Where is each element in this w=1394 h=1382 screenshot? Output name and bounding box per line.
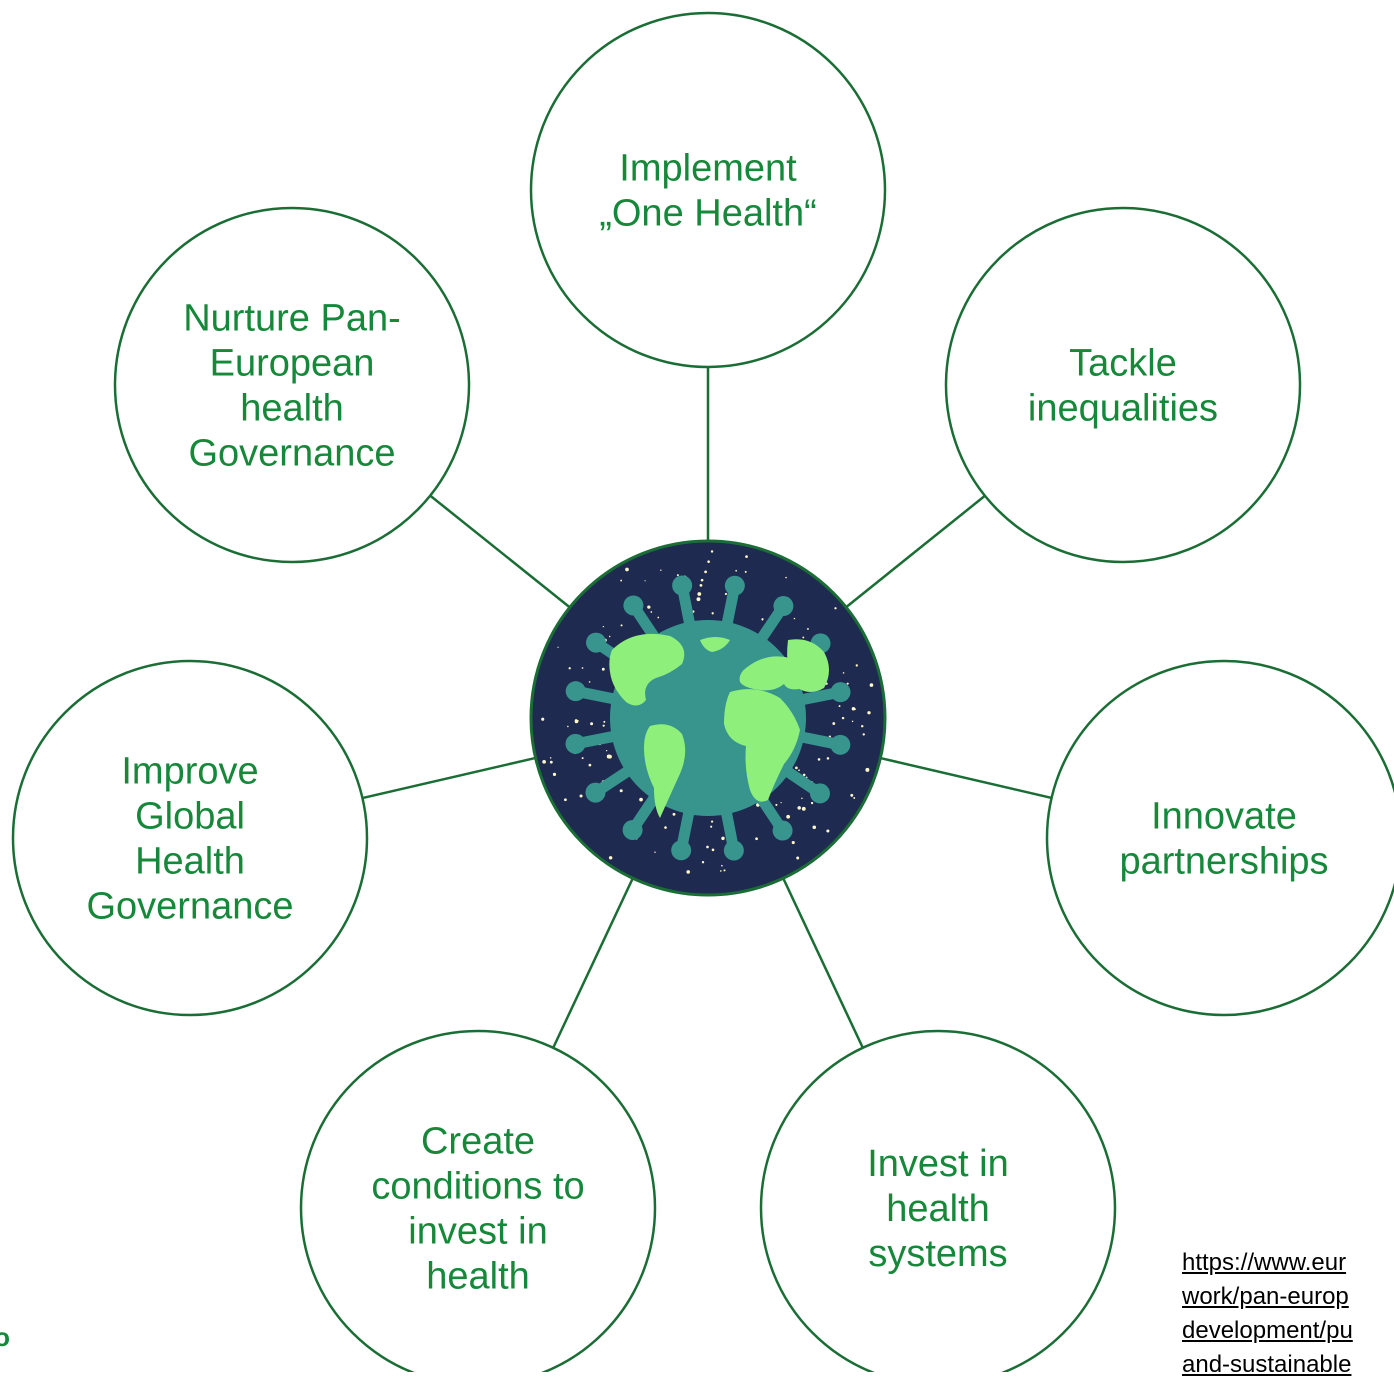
node-label-line: partnerships <box>1119 841 1328 883</box>
source-link-line-4[interactable]: and-sustainable <box>1182 1351 1352 1378</box>
node-label-line: European <box>210 343 375 385</box>
node-circle <box>529 11 887 369</box>
node-circle <box>1045 659 1394 1017</box>
globe-virus-icon <box>529 539 887 897</box>
node-label-line: invest in <box>408 1211 547 1253</box>
connector-inequalities <box>845 494 986 609</box>
connector-lines <box>362 367 1052 1049</box>
node-label-line: health <box>426 1256 530 1298</box>
node-label-line: Invest in <box>867 1143 1009 1185</box>
goal-nodes: Implement„One Health“TackleinequalitiesI… <box>11 11 1394 1372</box>
node-label-line: health <box>240 388 344 430</box>
connector-health-systems <box>782 877 864 1049</box>
source-link-line-3[interactable]: development/pu <box>1182 1317 1353 1344</box>
node-label-line: Governance <box>188 433 395 475</box>
node-label-line: conditions to <box>371 1166 584 1208</box>
cropped-edge-text: o <box>0 1322 10 1362</box>
node-label-line: Global <box>135 796 245 838</box>
node-label-line: Nurture Pan- <box>183 298 401 340</box>
connector-partnerships <box>880 756 1052 800</box>
node-label-line: inequalities <box>1028 388 1218 430</box>
node-label-line: Health <box>135 841 245 883</box>
node-label-line: Implement <box>619 148 797 190</box>
source-link-line-2[interactable]: work/pan-europ <box>1182 1283 1349 1310</box>
node-circle <box>11 659 369 1017</box>
node-circle <box>759 1029 1117 1372</box>
node-circle <box>944 206 1302 564</box>
node-label-line: Innovate <box>1151 796 1297 838</box>
node-label-line: Create <box>421 1121 535 1163</box>
connector-invest-conditions <box>552 877 634 1049</box>
connector-pan-european <box>429 494 571 609</box>
node-label-line: systems <box>868 1233 1007 1275</box>
node-label-line: „One Health“ <box>599 193 817 235</box>
connector-global-governance <box>362 756 536 800</box>
node-label-line: Tackle <box>1069 343 1177 385</box>
cropped-edge-letter: o <box>0 1322 10 1352</box>
node-one-health: Implement„One Health“ <box>529 11 887 369</box>
node-label-line: Governance <box>86 886 293 928</box>
node-label-line: health <box>886 1188 990 1230</box>
source-link[interactable]: https://www.eur work/pan-europ developme… <box>1182 1246 1394 1382</box>
node-label-line: Improve <box>121 751 258 793</box>
node-circle <box>299 1029 657 1372</box>
node-circle <box>113 206 471 564</box>
source-link-line-1[interactable]: https://www.eur <box>1182 1249 1347 1276</box>
